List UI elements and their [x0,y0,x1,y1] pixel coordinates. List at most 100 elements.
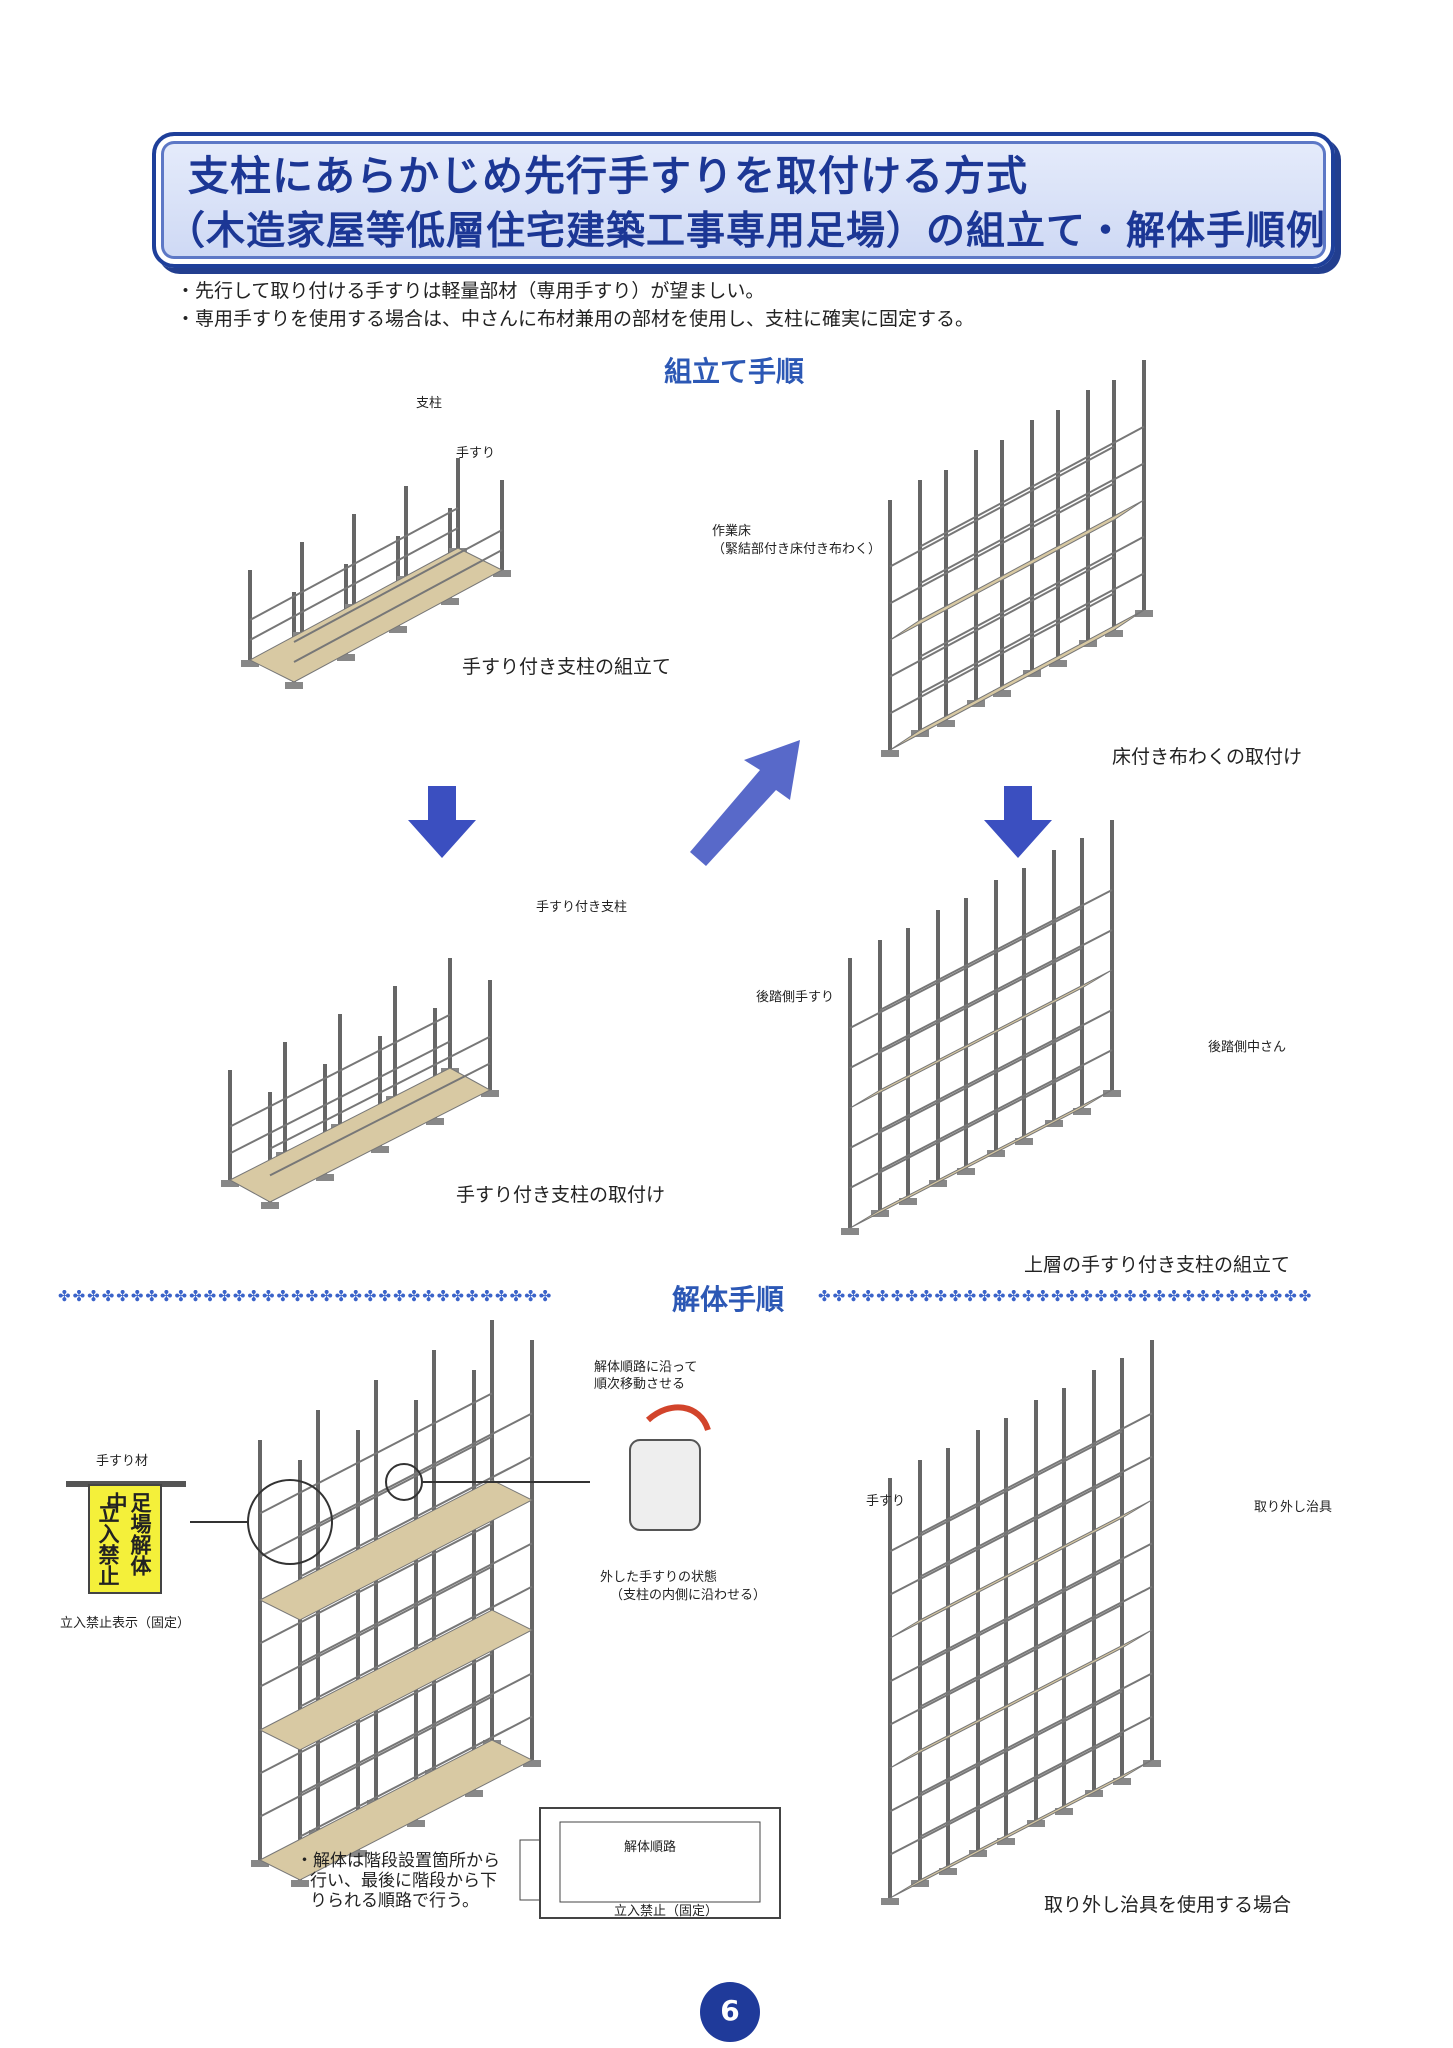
scaffold-disassembly-rail [299,1412,533,1535]
scaffold-tool-rail [919,1715,1153,1838]
scaffold-tool-plank [889,1759,1153,1899]
decorative-divider-right: ✤✤✤✤✤✤✤✤✤✤✤✤✤✤✤✤✤✤✤✤✤✤✤✤✤✤✤✤✤✤✤✤✤✤ [818,1290,1314,1302]
sign-text-1: 足場解体中 [104,1492,152,1576]
scaffold-tool-rail [919,1672,1153,1795]
scaffold-step3-base-plate [221,1180,239,1187]
scaffold-tool-base-plate [1143,1760,1161,1767]
scaffold-disassembly-plank [258,1739,534,1881]
tool-caption: 取り外し治具を使用する場合 [1044,1894,1292,1916]
scaffold-step4-base-plate [1045,1120,1063,1127]
scaffold-step1-rail [293,529,503,643]
bullet-2: ・専用手すりを使用する場合は、中さんに布材兼用の部材を使用し、支柱に確実に固定す… [176,308,975,330]
scaffold-step4-rail [849,1027,1083,1149]
sign-text-2: 立入禁止 [96,1502,120,1586]
scaffold-disassembly-base-plate [349,1850,367,1857]
scaffold-tool-rail [919,1585,1153,1708]
scaffold-tool-rail [919,1455,1153,1578]
title-line-1: 支柱にあらかじめ先行手すりを取付ける方式 [188,152,1028,200]
label-rail: 手すり [456,446,496,461]
scaffold-step3-base-plate [481,1090,499,1097]
label-post-with-rail: 手すり付き支柱 [536,900,628,915]
scaffold-step2-rail [919,572,1145,695]
removed-state-1: 外した手すりの状態 [600,1570,718,1585]
route-plan-stairs [519,1839,541,1901]
route-note-3: りられる順路で行う。 [310,1891,479,1911]
scaffold-tool-base-plate [881,1898,899,1905]
scaffold-step2-base-plate [993,690,1011,697]
caption-step2: 床付き布わくの取付け [1112,746,1303,768]
scaffold-step4-rail [849,1067,1083,1189]
label-rear-mid: 後踏側中さん [1208,1040,1287,1055]
rotate-arrow-icon [645,1404,711,1432]
scaffold-disassembly-base-plate [465,1790,483,1797]
scaffold-tool-base-plate [1055,1808,1073,1815]
decorative-divider-left: ✤✤✤✤✤✤✤✤✤✤✤✤✤✤✤✤✤✤✤✤✤✤✤✤✤✤✤✤✤✤✤✤✤✤ [58,1290,554,1302]
scaffold-step2-rail [889,555,1115,678]
scaffold-step2-base-plate [881,750,899,757]
scaffold-disassembly-rail [299,1585,533,1708]
scaffold-disassembly-rail [259,1652,493,1775]
scaffold-step4-base-plate [871,1210,889,1217]
scaffold-disassembly-rail [299,1672,533,1795]
scaffold-step4-base-plate [929,1180,947,1187]
scaffold-step1-rail [293,549,503,663]
arrow-down-left-icon [408,786,476,858]
arrow-down-right-icon [984,786,1052,858]
scaffold-step4-rail [879,1049,1113,1171]
scaffold-step2-rail [889,592,1115,715]
scaffold-step2-base-plate [1049,660,1067,667]
scaffold-disassembly-rail [259,1695,493,1818]
scaffold-step4-base-plate [987,1150,1005,1157]
scaffold-disassembly-base-plate [523,1760,541,1767]
route-note-1: ・解体は階段設置箇所から [296,1851,500,1871]
scaffold-step4-base-plate [957,1168,975,1175]
sign-rail-label: 手すり材 [96,1454,149,1469]
title-banner [152,132,1335,268]
scaffold-tool-rail [889,1733,1123,1856]
scaffold-step2-plank [889,609,1145,751]
scaffold-tool-base-plate [1027,1820,1045,1827]
scaffold-step4-base-plate [899,1198,917,1205]
scaffold-tool-base-plate [1113,1778,1131,1785]
scaffold-disassembly-base-plate [291,1880,309,1887]
route-fixed-label: 立入禁止（固定） [614,1904,719,1919]
scaffold-tool-rail [889,1603,1123,1726]
move-note-1: 解体順路に沿って [594,1360,698,1375]
arrow-up-right-icon [690,740,800,866]
scaffold-step2-base-plate [1105,630,1123,637]
scaffold-step1-rail [249,527,459,641]
scaffold-disassembly-rail [299,1455,533,1578]
scaffold-tool-rail [919,1542,1153,1665]
scaffold-step2-rail [889,482,1115,605]
scaffold-step4-base-plate [1015,1138,1033,1145]
scaffold-step1-base-plate [241,660,259,667]
scaffold-disassembly-base-plate [407,1820,425,1827]
scaffold-step2-plank [889,499,1145,641]
scaffold-step4-plank [849,1089,1113,1229]
scaffold-disassembly-rail [259,1565,493,1688]
scaffold-disassembly-base-plate [251,1860,269,1867]
scaffold-tool-rail [919,1412,1153,1535]
scaffold-step3-plank [228,1067,492,1203]
scaffold-step2-base-plate [937,720,955,727]
scaffold-step3-rail [229,1013,451,1128]
bullet-1: ・先行して取り付ける手すりは軽量部材（専用手すり）が望ましい。 [176,280,765,302]
scaffold-tool-base-plate [997,1838,1015,1845]
scaffold-tool-rail [889,1473,1123,1596]
scaffold-step2-rail [919,425,1145,548]
scaffold-tool-plank [889,1629,1153,1769]
scaffold-step2-rail [889,445,1115,568]
page-number-badge: 6 [700,1982,760,2042]
scaffold-step3-rail [229,1040,451,1155]
label-post: 支柱 [416,396,443,411]
scaffold-step4-rail [849,947,1083,1069]
scaffold-step1-plank [248,547,504,683]
scaffold-step3-rail [269,1035,491,1150]
scaffold-step1-base-plate [389,626,407,633]
caption-step1: 手すり付き支柱の組立て [462,656,672,678]
scaffold-disassembly-rail [259,1435,493,1558]
caption-step3: 手すり付き支柱の取付け [456,1184,666,1206]
page-number: 6 [720,1994,740,2027]
tool-label: 取り外し治具 [1254,1500,1333,1515]
scaffold-tool-rail [889,1430,1123,1553]
